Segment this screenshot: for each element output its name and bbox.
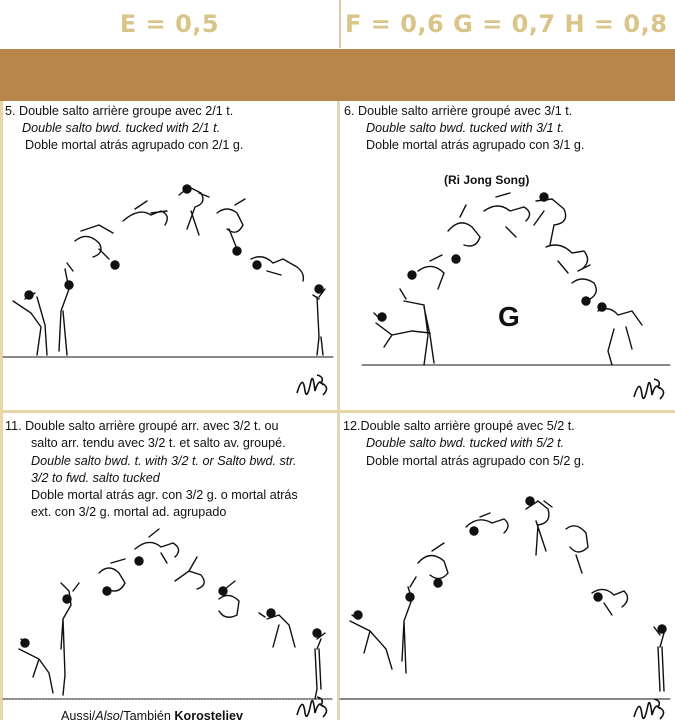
gymnast-figure [340, 101, 675, 401]
also-gymnast-name: Korosteliev [174, 709, 243, 723]
element-cell-12: 12.Double salto arrière groupé avec 5/2 … [340, 413, 675, 720]
gymnast-figure [3, 101, 337, 401]
element-cell-6: 6. Double salto arrière groupé avec 3/1 … [340, 101, 675, 410]
gymnast-figure [3, 413, 337, 720]
also-en: Also [95, 709, 120, 723]
value-header-e: E = 0,5 [0, 0, 341, 48]
header-band [0, 49, 675, 101]
element-cell-11: 11. Double salto arrière groupé arr. ave… [3, 413, 337, 720]
element-cell-5: 5. Double salto arrière groupe avec 2/1 … [3, 101, 337, 410]
also-prefix: Aussi/ [61, 709, 95, 723]
also-credit: Aussi/Also/También Korosteliev [61, 708, 243, 725]
gymnast-figure [340, 413, 675, 720]
signature-mark-icon [632, 375, 666, 401]
signature-mark-icon [632, 695, 666, 721]
signature-mark-icon [295, 371, 329, 397]
signature-mark-icon [295, 693, 329, 719]
also-es: /También [120, 709, 175, 723]
value-header-fgh: F = 0,6 G = 0,7 H = 0,8 [341, 0, 675, 48]
